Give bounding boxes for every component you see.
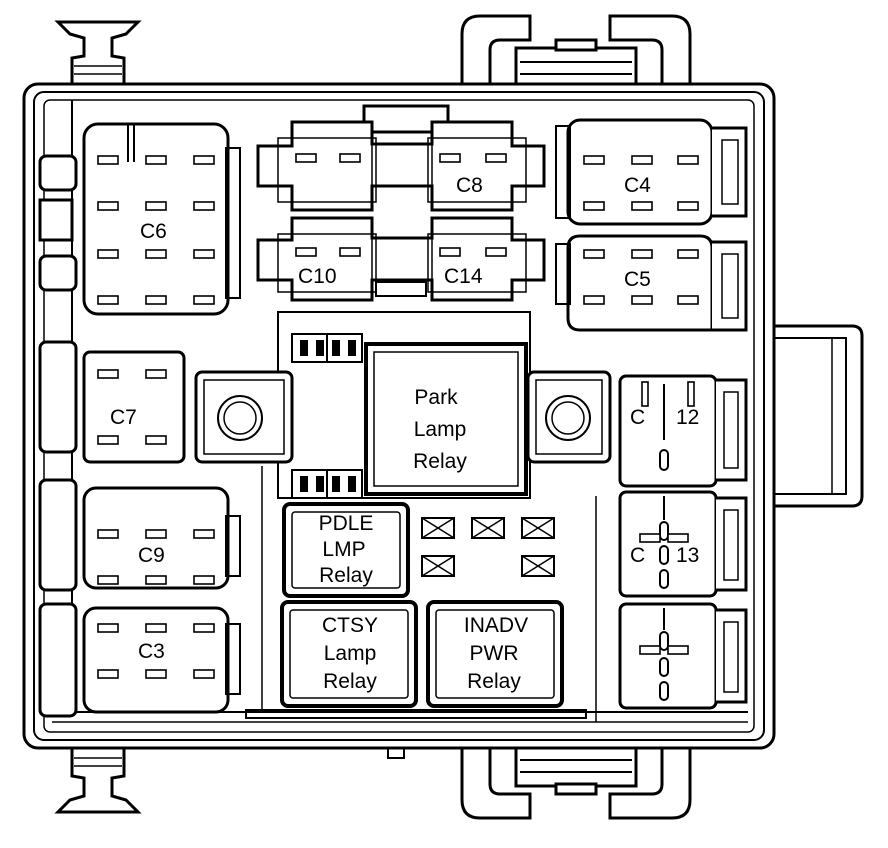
mini-fuse-bottom: [291, 469, 363, 499]
c6-label: C6: [140, 220, 167, 243]
c5-label: C5: [624, 268, 651, 291]
park-lamp-relay-line3: Relay: [413, 450, 467, 473]
c12-label-right: 12: [676, 406, 699, 429]
inadv-pwr-relay-line2: PWR: [470, 642, 519, 665]
c14-label: C14: [444, 265, 483, 288]
connector-c4: C4: [555, 118, 748, 226]
inadv-pwr-relay-line3: Relay: [467, 670, 521, 693]
c10-label: C10: [298, 265, 337, 288]
connector-c6: C6: [82, 122, 241, 316]
right-bracket: [750, 324, 864, 508]
connector-c9: C9: [82, 486, 241, 590]
c7-label: C7: [110, 406, 137, 429]
ctsy-lamp-relay-line3: Relay: [323, 670, 377, 693]
c3-label: C3: [138, 640, 165, 663]
mini-fuse-grid: [421, 517, 555, 577]
left-side-clips: [38, 154, 78, 718]
c9-label: C9: [138, 544, 165, 567]
top-latch: [460, 14, 692, 92]
c13-label-right: 13: [676, 544, 699, 567]
c12-label-left: C: [630, 406, 645, 429]
pdle-lmp-relay-line1: PDLE: [319, 512, 374, 535]
relay-park-lamp: Park Lamp Relay: [364, 342, 528, 496]
bottom-latch: [387, 738, 692, 820]
inadv-pwr-relay-line1: INADV: [464, 614, 528, 637]
relay-pdle-lmp: PDLE LMP Relay: [282, 502, 410, 598]
park-lamp-relay-line2: Lamp: [414, 418, 467, 441]
pdle-lmp-relay-line3: Relay: [319, 564, 373, 587]
pdle-lmp-relay-line2: LMP: [322, 538, 365, 561]
mini-fuse-top: [291, 333, 363, 363]
connector-c3: C3: [82, 606, 241, 714]
connector-c8: C8: [256, 104, 546, 212]
mounting-post-bottom-left: [54, 746, 142, 814]
connector-c10-c14: [256, 216, 546, 302]
ctsy-lamp-relay-line2: Lamp: [324, 642, 377, 665]
c4-label: C4: [624, 174, 651, 197]
connector-c7: C7: [82, 350, 186, 464]
ctsy-lamp-relay-line1: CTSY: [322, 614, 378, 637]
park-lamp-relay-line1: Park: [414, 386, 458, 409]
c8-label: C8: [456, 174, 483, 197]
connector-unlabeled-bottom-right: [618, 602, 748, 710]
connector-c12: C 12: [618, 374, 748, 488]
connector-c13: C 13: [618, 490, 748, 598]
relay-inadv-pwr: INADV PWR Relay: [426, 600, 564, 708]
relay-center-frame: [194, 311, 612, 499]
connector-c5: C5: [555, 234, 748, 332]
c6-pins: [97, 155, 215, 305]
c13-label-left: C: [630, 544, 645, 567]
mounting-post-top-left: [54, 20, 142, 86]
relay-ctsy-lamp: CTSY Lamp Relay: [280, 600, 418, 708]
